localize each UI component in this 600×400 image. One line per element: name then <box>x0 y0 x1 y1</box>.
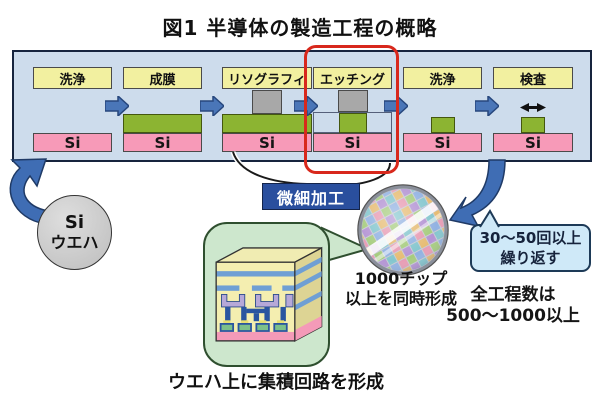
step-label: エッチング <box>313 67 392 89</box>
step-lithography: リソグラフィ Si <box>222 50 312 162</box>
si-wafer-input: Si ウエハ <box>37 195 112 270</box>
patterned-film-block <box>521 117 545 133</box>
substrate-si: Si <box>222 133 312 152</box>
total-steps-line2: 500〜1000以上 <box>446 306 580 326</box>
substrate-si: Si <box>313 133 392 152</box>
microfab-label: 微細加工 <box>262 183 360 210</box>
balloon-caption: ウエハ上に集積回路を形成 <box>168 372 384 393</box>
step-cleaning-2: 洗浄 Si <box>403 50 482 162</box>
substrate-si: Si <box>403 133 482 152</box>
repeat-arrow-icon <box>448 159 506 228</box>
flow-arrow-icon <box>475 96 499 116</box>
width-measure-icon <box>520 103 546 112</box>
flow-arrow-icon <box>294 96 318 116</box>
substrate-si: Si <box>123 133 202 152</box>
remaining-film-block <box>338 113 367 133</box>
step-inspection: 検査 Si <box>493 50 573 162</box>
total-steps-line1: 全工程数は <box>470 285 556 305</box>
wafer-text-si: Si <box>64 211 85 233</box>
resist-block <box>337 90 368 112</box>
repeat-note-line2: 繰り返す <box>500 249 561 267</box>
step-label: 洗浄 <box>403 67 482 89</box>
step-label: 検査 <box>493 67 573 89</box>
step-label: 洗浄 <box>33 67 112 89</box>
patterned-film-block <box>430 117 455 133</box>
flow-arrow-icon <box>384 96 408 116</box>
chip-count-line2: 以上を同時形成 <box>344 289 457 308</box>
film-layer <box>123 114 202 133</box>
flow-arrow-icon <box>200 96 224 116</box>
repeat-note-line1: 30〜50回以上 <box>479 229 582 247</box>
wafer-text-wafer: ウエハ <box>50 232 99 252</box>
figure-title: 図1 半導体の製造工程の概略 <box>162 16 438 40</box>
flow-arrow-icon <box>105 96 129 116</box>
step-label: リソグラフィ <box>222 67 312 89</box>
wafer-photo <box>357 184 449 276</box>
step-cleaning-1: 洗浄 Si <box>33 50 112 162</box>
repeat-note: 30〜50回以上 繰り返す <box>470 224 591 272</box>
step-etching: エッチング Si <box>313 50 392 162</box>
total-steps-note: 全工程数は 500〜1000以上 <box>428 285 598 327</box>
step-label: 成膜 <box>123 67 202 89</box>
chip-count-caption: 1000チップ 以上を同時形成 <box>322 269 480 309</box>
step-deposition: 成膜 Si <box>123 50 202 162</box>
ic-cross-section-illustration <box>215 246 323 342</box>
film-layer <box>222 114 312 133</box>
substrate-si: Si <box>33 133 112 152</box>
resist-block <box>252 90 282 114</box>
chip-count-line1: 1000チップ <box>354 269 448 288</box>
substrate-si: Si <box>493 133 573 152</box>
